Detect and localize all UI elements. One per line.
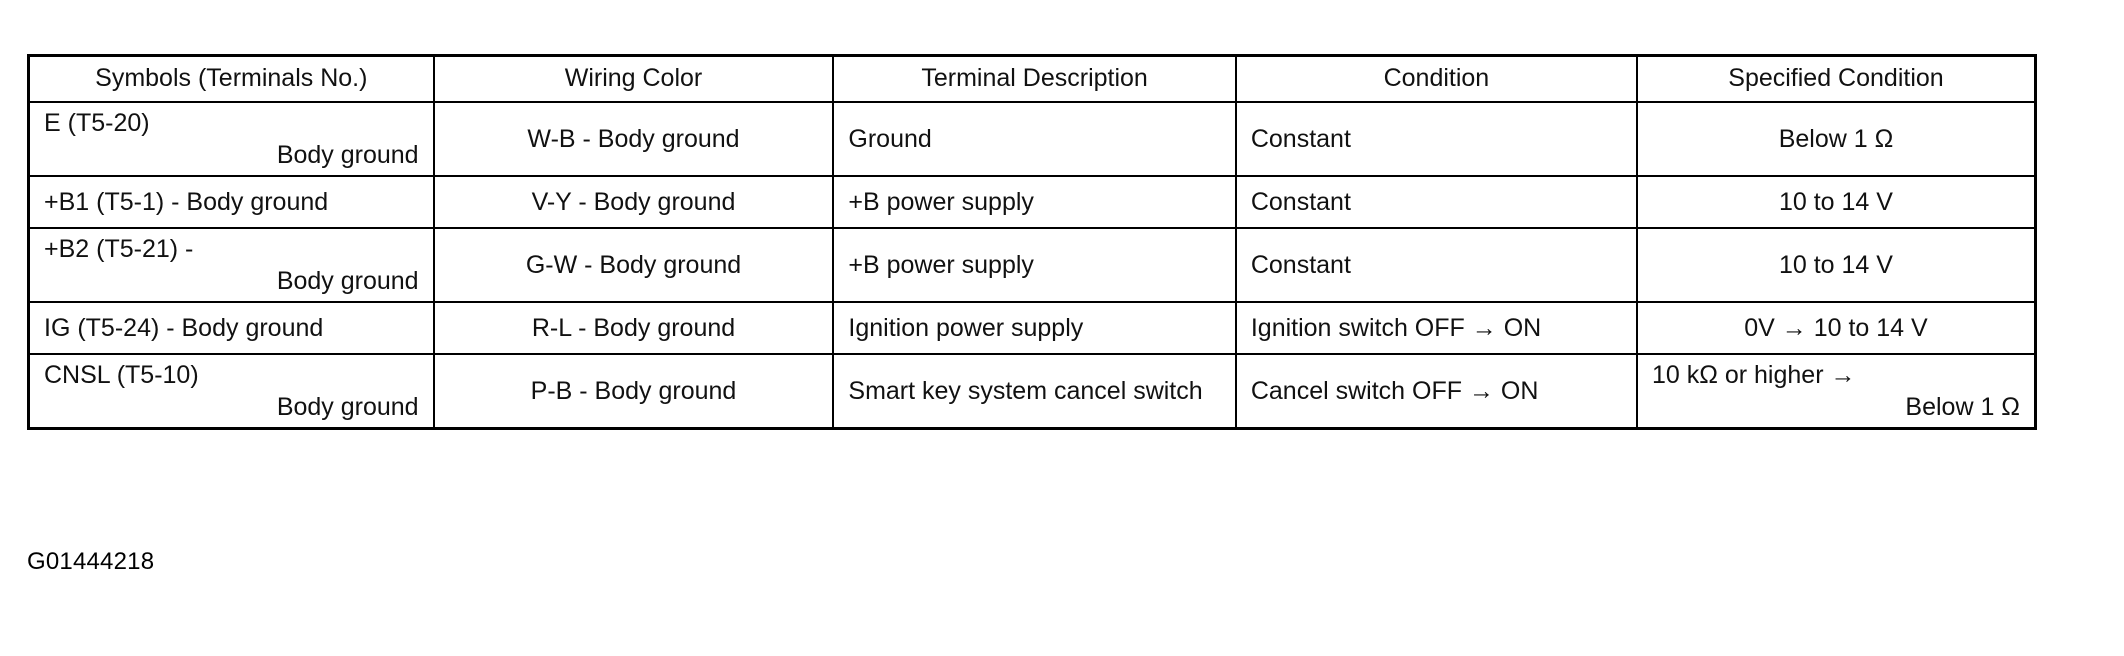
specified-condition-text: 0V → 10 to 14 V: [1744, 314, 1928, 342]
symbols-line-1: E (T5-20): [44, 109, 150, 137]
cell-symbols: CNSL (T5-10) Body ground: [27, 353, 435, 430]
wiring-color-text: R-L - Body ground: [531, 314, 736, 342]
wiring-color-text: W-B - Body ground: [527, 125, 740, 153]
terminal-description-text: Ground: [848, 125, 932, 153]
cell-condition: Ignition switch OFF → ON: [1234, 301, 1638, 355]
cell-condition: Constant: [1234, 101, 1638, 177]
cell-terminal-description: Ignition power supply: [832, 301, 1237, 355]
wiring-color-text: V-Y - Body ground: [531, 188, 736, 216]
symbols-text: E (T5-20) Body ground: [30, 103, 433, 175]
cell-symbols: E (T5-20) Body ground: [27, 101, 435, 177]
cell-terminal-description: +B power supply: [832, 175, 1237, 229]
column-header-specified-condition-label: Specified Condition: [1728, 64, 1944, 92]
specified-condition-line-1: 10 kΩ or higher →: [1651, 361, 1856, 389]
wiring-color-text: P-B - Body ground: [530, 377, 737, 405]
specified-condition-text: Below 1 Ω: [1778, 125, 1894, 153]
cell-specified-condition: 10 to 14 V: [1635, 175, 2037, 229]
column-header-condition-label: Condition: [1383, 64, 1490, 92]
cell-symbols: +B1 (T5-1) - Body ground: [27, 175, 435, 229]
symbols-text: IG (T5-24) - Body ground: [44, 314, 324, 342]
symbols-line-2: Body ground: [276, 141, 419, 169]
column-header-terminal-description: Terminal Description: [832, 54, 1237, 103]
terminal-description-text: Smart key system cancel switch: [848, 377, 1203, 405]
cell-symbols: IG (T5-24) - Body ground: [27, 301, 435, 355]
symbols-line-2: Body ground: [276, 267, 419, 295]
condition-text: Constant: [1250, 188, 1351, 216]
terminal-inspection-table-wrapper: Symbols (Terminals No.) Wiring Color Ter…: [27, 54, 2037, 430]
symbols-text: CNSL (T5-10) Body ground: [30, 355, 433, 427]
cell-condition: Constant: [1234, 227, 1638, 303]
cell-terminal-description: +B power supply: [832, 227, 1237, 303]
symbols-line-1: +B2 (T5-21) -: [44, 235, 194, 263]
cell-wiring-color: V-Y - Body ground: [432, 175, 835, 229]
table-header: Symbols (Terminals No.) Wiring Color Ter…: [27, 54, 2037, 103]
column-header-specified-condition: Specified Condition: [1635, 54, 2037, 103]
condition-text: Cancel switch OFF → ON: [1250, 377, 1539, 405]
terminal-inspection-table: Symbols (Terminals No.) Wiring Color Ter…: [27, 54, 2037, 430]
cell-wiring-color: W-B - Body ground: [432, 101, 835, 177]
table-row: CNSL (T5-10) Body ground P-B - Body grou…: [27, 353, 2037, 430]
table-row: IG (T5-24) - Body ground R-L - Body grou…: [27, 301, 2037, 355]
column-header-wiring-color: Wiring Color: [432, 54, 835, 103]
cell-wiring-color: P-B - Body ground: [432, 353, 835, 430]
condition-text: Constant: [1250, 125, 1351, 153]
cell-specified-condition: 10 to 14 V: [1635, 227, 2037, 303]
column-header-wiring-color-label: Wiring Color: [564, 64, 703, 92]
column-header-condition: Condition: [1234, 54, 1638, 103]
cell-terminal-description: Ground: [832, 101, 1237, 177]
symbols-line-2: Body ground: [276, 393, 419, 421]
symbols-text: +B1 (T5-1) - Body ground: [44, 188, 329, 216]
cell-specified-condition: 0V → 10 to 14 V: [1635, 301, 2037, 355]
specified-condition-text: 10 to 14 V: [1778, 188, 1893, 216]
symbols-text: +B2 (T5-21) - Body ground: [30, 229, 433, 301]
condition-text: Constant: [1250, 251, 1351, 279]
cell-terminal-description: Smart key system cancel switch: [832, 353, 1237, 430]
table-row: E (T5-20) Body ground W-B - Body ground …: [27, 101, 2037, 177]
column-header-symbols: Symbols (Terminals No.): [27, 54, 435, 103]
cell-wiring-color: G-W - Body ground: [432, 227, 835, 303]
cell-specified-condition: Below 1 Ω: [1635, 101, 2037, 177]
cell-condition: Cancel switch OFF → ON: [1234, 353, 1638, 430]
specified-condition-line-2: Below 1 Ω: [1905, 393, 2020, 421]
symbols-line-1: CNSL (T5-10): [44, 361, 199, 389]
cell-condition: Constant: [1234, 175, 1638, 229]
cell-specified-condition: 10 kΩ or higher → Below 1 Ω: [1635, 353, 2037, 430]
terminal-description-text: Ignition power supply: [848, 314, 1084, 342]
terminal-description-text: +B power supply: [848, 188, 1034, 216]
cell-wiring-color: R-L - Body ground: [432, 301, 835, 355]
table-row: +B2 (T5-21) - Body ground G-W - Body gro…: [27, 227, 2037, 303]
figure-caption: G01444218: [27, 548, 155, 575]
specified-condition-text: 10 kΩ or higher → Below 1 Ω: [1638, 355, 2034, 427]
table-body: E (T5-20) Body ground W-B - Body ground …: [27, 101, 2037, 430]
wiring-color-text: G-W - Body ground: [525, 251, 742, 279]
column-header-terminal-description-label: Terminal Description: [921, 64, 1148, 92]
cell-symbols: +B2 (T5-21) - Body ground: [27, 227, 435, 303]
specified-condition-text: 10 to 14 V: [1778, 251, 1893, 279]
terminal-description-text: +B power supply: [848, 251, 1034, 279]
table-header-row: Symbols (Terminals No.) Wiring Color Ter…: [27, 54, 2037, 103]
condition-text: Ignition switch OFF → ON: [1250, 314, 1542, 342]
column-header-symbols-label: Symbols (Terminals No.): [95, 64, 368, 92]
table-row: +B1 (T5-1) - Body ground V-Y - Body grou…: [27, 175, 2037, 229]
